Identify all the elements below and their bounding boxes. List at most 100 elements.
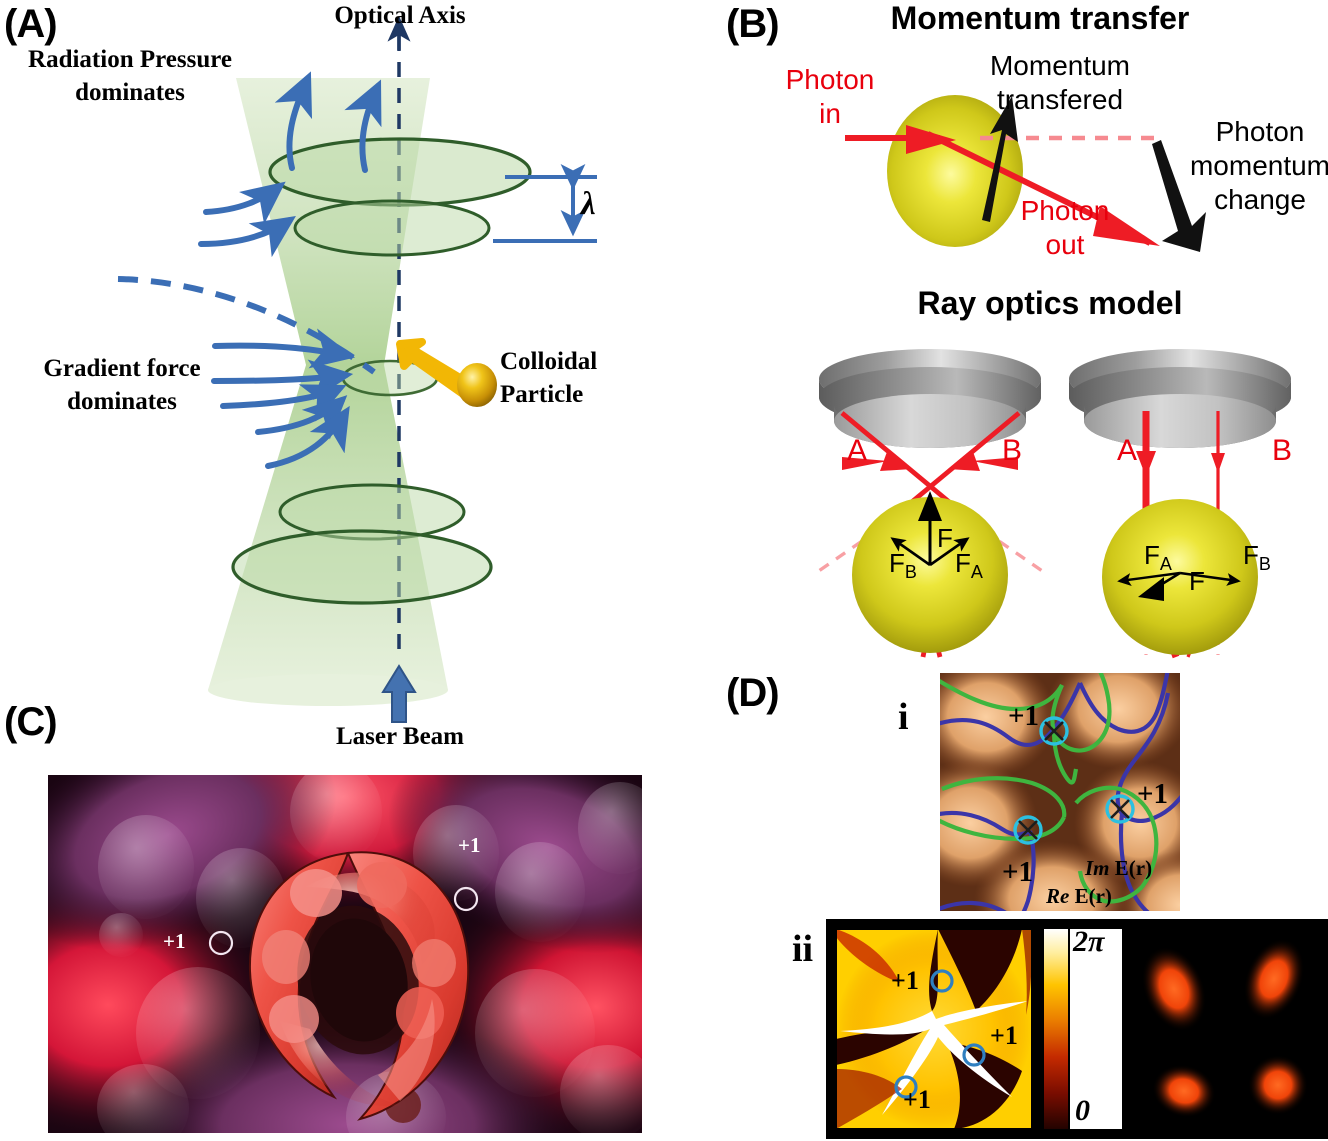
- force-a-letter-left: F: [955, 548, 971, 578]
- d-ii-charge-label-3: +1: [903, 1085, 931, 1114]
- ray-a-left-tick: [842, 457, 888, 470]
- force-b-label-left: FB: [889, 548, 917, 583]
- ray-optics-title: Ray optics model: [917, 285, 1183, 321]
- torus-bead-3: [262, 930, 310, 984]
- panel-d-ii-svg: [826, 919, 1328, 1139]
- im-curve-5: [1074, 785, 1159, 889]
- momentum-transfer-title: Momentum transfer: [890, 0, 1190, 36]
- d-ii-marker-2: [962, 1043, 986, 1067]
- torus-hole-inner: [310, 918, 408, 1042]
- bubble-6: [578, 782, 642, 874]
- im-curve-6: [1077, 870, 1144, 904]
- d-i-marker-1: [1039, 716, 1069, 746]
- bubble-8: [475, 969, 595, 1097]
- momentum-transferred-label-line2: transfered: [996, 84, 1124, 115]
- colloidal-particle-label-line1: Colloidal: [500, 348, 598, 375]
- d-i-im-prefix: Im: [1085, 856, 1110, 880]
- photon-in-label-line2: in: [819, 98, 841, 129]
- radiation-arrow-3: [203, 181, 286, 225]
- intensity-lobe-2: [1243, 938, 1305, 1020]
- objective-lens-right: [1069, 349, 1291, 448]
- laser-beam-arrow: [381, 664, 417, 723]
- panel-d-sub-i-label: i: [898, 696, 909, 738]
- panel-d-label: (D): [726, 671, 780, 715]
- phase-wedge-1: [938, 929, 1022, 1011]
- force-a-label-left: FA: [955, 548, 983, 583]
- d-i-charge-label-2: +1: [1137, 778, 1169, 810]
- torus-bead-5: [396, 987, 444, 1039]
- radiation-arrow-2: [344, 79, 382, 173]
- gradient-force-label-line2: dominates: [67, 388, 177, 415]
- torus-bead-2: [357, 862, 407, 908]
- panel-d-i-svg: [940, 673, 1180, 911]
- d-i-lobe-1: [940, 673, 1056, 779]
- gradient-arrow-5: [265, 405, 350, 469]
- force-a-left-arrow: [929, 537, 970, 567]
- force-a-right-arrow: [1117, 571, 1181, 586]
- panel-b-label: (B): [726, 2, 780, 46]
- ray-optics-figure: [780, 325, 1328, 670]
- d-i-charge-label-3: +1: [1002, 856, 1034, 888]
- d-i-charge-label-1: +1: [1008, 700, 1040, 732]
- ray-a-left-head: [880, 449, 912, 471]
- force-net-label-right: F: [1189, 566, 1205, 596]
- force-a-sub-left: A: [970, 562, 983, 583]
- ray-optics-svg: [812, 349, 1291, 659]
- d-i-marker-3: [1013, 815, 1043, 845]
- photon-momentum-change-line1: Photon: [1215, 116, 1305, 147]
- phase-red-corner-bl: [836, 1069, 902, 1129]
- particle-sphere-right: [1102, 499, 1258, 655]
- bubble-5: [495, 842, 585, 942]
- colloidal-particle-label-line2: Particle: [500, 381, 584, 408]
- colorbar-min-label: 0: [1075, 1094, 1090, 1127]
- laser-beam-label: Laser Beam: [336, 723, 464, 750]
- re-curve-7: [1021, 830, 1036, 911]
- bubble-9: [97, 1064, 189, 1133]
- bubble-11: [560, 1045, 642, 1133]
- force-a-letter-right: F: [1144, 540, 1160, 570]
- vortex-torus: [248, 851, 470, 1121]
- im-curve-2b: [1051, 730, 1079, 785]
- phase-wedge-2: [836, 1027, 930, 1065]
- radiation-pressure-label-line1: Radiation Pressure: [28, 46, 232, 73]
- ray-b-label-right: B: [1272, 434, 1293, 467]
- photon-out-label-line1: Photon: [1020, 195, 1110, 226]
- panel-c-label: (C): [4, 700, 58, 744]
- vortex-marker-c-1: [208, 930, 234, 956]
- radiation-pressure-label-line2: dominates: [75, 79, 185, 106]
- bubble-7: [136, 967, 260, 1099]
- gradient-force-label-line1: Gradient force: [43, 355, 201, 382]
- re-curve-8: [940, 900, 1007, 911]
- im-curve-1: [940, 678, 1064, 712]
- panel-a-figure: [0, 0, 664, 760]
- phase-bright-arms: [840, 1001, 1028, 1115]
- phase-red-corner-tl: [836, 929, 900, 983]
- ray-a-right-head: [1136, 451, 1156, 477]
- bubble-4: [413, 805, 499, 901]
- momentum-transferred-arrow: [982, 96, 1018, 222]
- ray-b-right-head: [1211, 453, 1225, 473]
- d-ii-marker-3: [894, 1075, 918, 1099]
- force-a-label-right: FA: [1144, 540, 1172, 575]
- force-b-sub-right: B: [1258, 554, 1271, 575]
- optical-axis-label: Optical Axis: [334, 2, 466, 29]
- wavefront-ellipse-2: [293, 199, 491, 257]
- force-net-right-head: [1138, 577, 1164, 601]
- d-i-marker-2-cross-b: [1110, 799, 1130, 819]
- d-i-re-prefix: Re: [1046, 884, 1070, 908]
- gradient-arrow-4: [255, 395, 348, 440]
- momentum-transferred-label-line1: Momentum: [989, 50, 1131, 81]
- d-i-vortex-markers: [1013, 716, 1135, 845]
- colorbar-label-plate: [1070, 929, 1122, 1129]
- force-a-sub-right: A: [1159, 554, 1172, 575]
- ray-dashed-left-1: [982, 528, 1049, 577]
- bubble-12: [99, 913, 143, 957]
- colorbar-max-label: 2π: [1073, 925, 1105, 958]
- d-i-im-field-label: Im E(r): [1085, 856, 1152, 881]
- wavefront-ellipse-4: [231, 529, 493, 605]
- panel-c-charge-label-2: +1: [458, 833, 481, 857]
- force-b-left-arrow: [890, 537, 931, 567]
- photon-out-label-line2: out: [1045, 229, 1085, 260]
- d-ii-charge-label-1: +1: [891, 966, 919, 995]
- ray-a-label-left: A: [847, 434, 868, 467]
